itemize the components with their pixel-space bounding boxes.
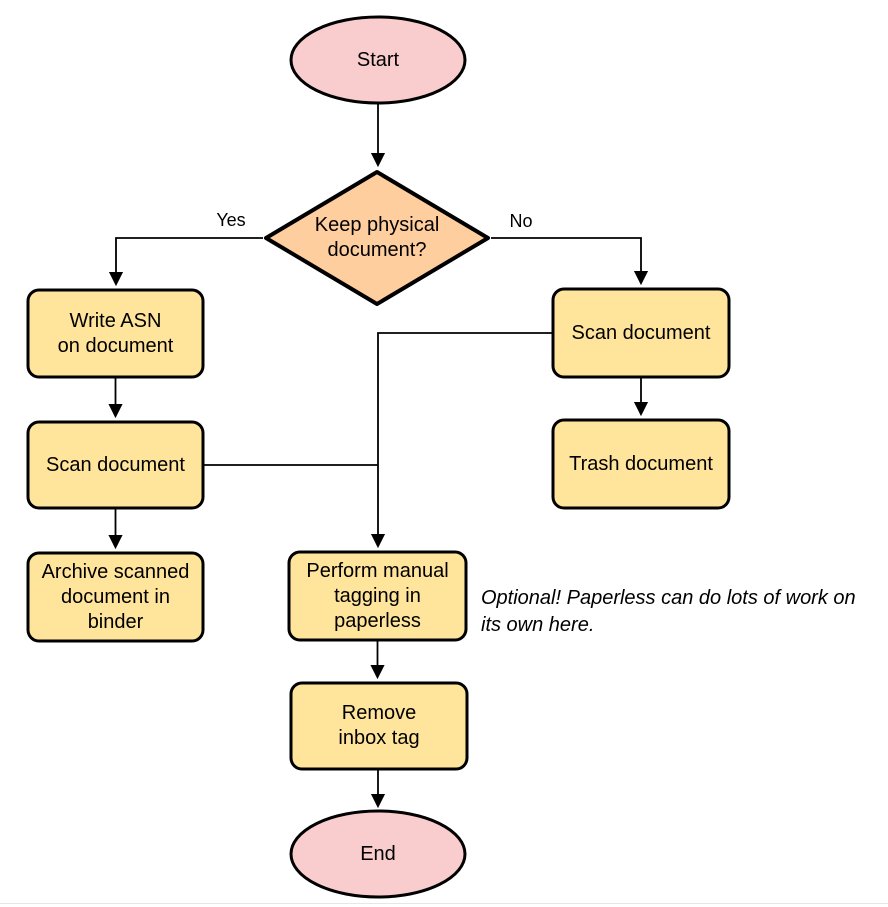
remove-inbox-tag-process-shape	[289, 681, 469, 771]
write-asn-process-shape	[26, 288, 205, 379]
edge-decision-no-to-scan-right	[491, 237, 649, 286]
bottom-divider	[0, 903, 888, 904]
start-terminator-shape	[289, 15, 467, 105]
note-text: Optional! Paperless can do lots of work …	[481, 587, 856, 636]
end-terminator-shape	[289, 809, 467, 899]
connectors	[108, 104, 649, 809]
decision-diamond-shape	[264, 170, 490, 306]
edge-label-no: No	[509, 211, 533, 231]
scan-document-left-process-shape	[26, 420, 205, 510]
edge-scan-right-to-manual-tagging	[370, 332, 553, 549]
edge-label-yes: Yes	[216, 210, 246, 230]
manual-tagging-process-shape	[287, 550, 468, 642]
edge-decision-yes-to-write-asn	[108, 237, 263, 287]
scan-document-right-process-shape	[551, 287, 731, 379]
archive-process-shape	[26, 551, 205, 643]
trash-process-shape	[551, 418, 731, 510]
